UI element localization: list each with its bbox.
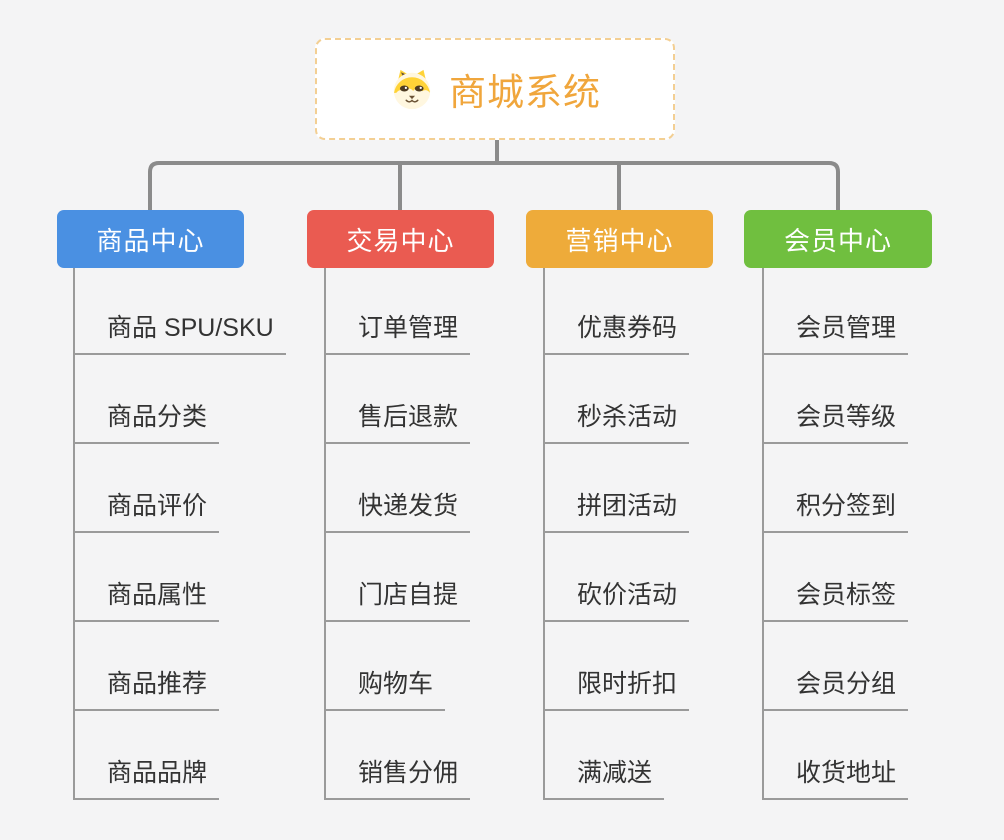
leaf-node-marketing-2[interactable]: 秒杀活动 xyxy=(543,400,690,444)
leaf-node-products-4[interactable]: 商品属性 xyxy=(73,578,220,622)
branch-rail-line xyxy=(148,161,840,210)
root-title: 商城系统 xyxy=(449,72,601,113)
leaf-node-trade-6[interactable]: 销售分佣 xyxy=(324,756,471,800)
leaf-node-trade-1[interactable]: 订单管理 xyxy=(324,311,471,355)
branch-header-trade[interactable]: 交易中心 xyxy=(307,210,494,268)
branch-header-members[interactable]: 会员中心 xyxy=(744,210,932,268)
leaf-node-members-3[interactable]: 积分签到 xyxy=(762,489,909,533)
root-node[interactable]: 商城系统 xyxy=(315,38,675,140)
branch-header-marketing[interactable]: 营销中心 xyxy=(526,210,713,268)
leaf-node-products-2[interactable]: 商品分类 xyxy=(73,400,220,444)
leaf-node-marketing-3[interactable]: 拼团活动 xyxy=(543,489,690,533)
leaf-node-marketing-1[interactable]: 优惠券码 xyxy=(543,311,690,355)
dog-face-icon xyxy=(389,67,435,111)
leaf-node-products-1[interactable]: 商品 SPU/SKU xyxy=(73,311,286,355)
leaf-node-members-1[interactable]: 会员管理 xyxy=(762,311,909,355)
leaf-node-trade-2[interactable]: 售后退款 xyxy=(324,400,471,444)
branch-spine-members xyxy=(762,268,764,800)
leaf-node-marketing-6[interactable]: 满减送 xyxy=(543,756,665,800)
leaf-node-products-3[interactable]: 商品评价 xyxy=(73,489,220,533)
leaf-node-trade-4[interactable]: 门店自提 xyxy=(324,578,471,622)
leaf-node-products-5[interactable]: 商品推荐 xyxy=(73,667,220,711)
branch-spine-marketing xyxy=(543,268,545,800)
branch-header-products[interactable]: 商品中心 xyxy=(57,210,244,268)
leaf-node-products-6[interactable]: 商品品牌 xyxy=(73,756,220,800)
leaf-node-members-6[interactable]: 收货地址 xyxy=(762,756,909,800)
leaf-node-members-2[interactable]: 会员等级 xyxy=(762,400,909,444)
branch-spine-products xyxy=(73,268,75,800)
branch-spine-trade xyxy=(324,268,326,800)
leaf-node-trade-5[interactable]: 购物车 xyxy=(324,667,446,711)
leaf-node-marketing-4[interactable]: 砍价活动 xyxy=(543,578,690,622)
leaf-node-members-4[interactable]: 会员标签 xyxy=(762,578,909,622)
leaf-node-marketing-5[interactable]: 限时折扣 xyxy=(543,667,690,711)
leaf-node-members-5[interactable]: 会员分组 xyxy=(762,667,909,711)
leaf-node-trade-3[interactable]: 快递发货 xyxy=(324,489,471,533)
